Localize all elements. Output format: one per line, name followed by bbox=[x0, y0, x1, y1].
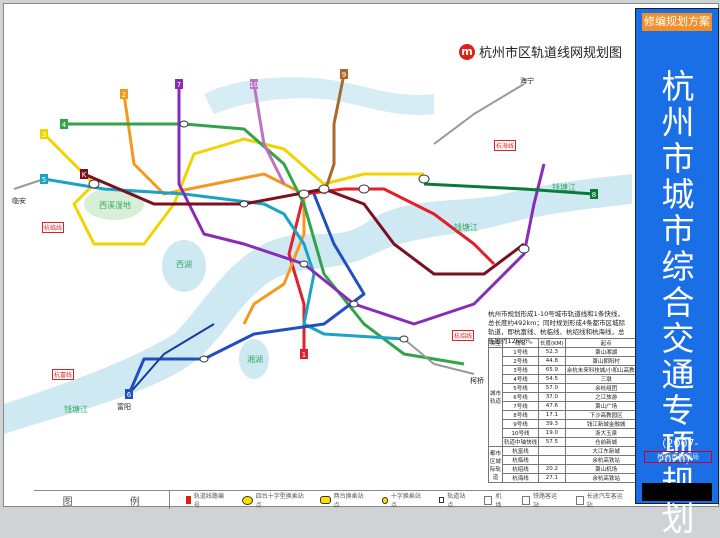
line-3 bbox=[42, 132, 424, 246]
svg-text:5: 5 bbox=[42, 176, 46, 184]
place-haining: 海宁 bbox=[520, 77, 534, 85]
label-xihu: 西湖 bbox=[176, 260, 192, 269]
label-hanghai: 杭海线 bbox=[494, 140, 517, 151]
line-4 bbox=[64, 122, 465, 366]
intercity-hanglin bbox=[13, 178, 45, 190]
legend-bus-station: 长途汽车客运站 bbox=[575, 491, 624, 509]
intercity-hanghai bbox=[433, 83, 525, 145]
plan-org: 杭州市规划局 bbox=[644, 451, 712, 463]
line-badge-7: 7 bbox=[175, 79, 183, 89]
transfer-stations bbox=[88, 120, 530, 363]
svg-text:9: 9 bbox=[342, 71, 346, 79]
line-badge-6: 6 bbox=[125, 389, 133, 399]
line-badge-2: 2 bbox=[120, 89, 128, 99]
label-xixi: 西溪湿地 bbox=[99, 201, 131, 210]
line-badge-8: 8 bbox=[590, 189, 598, 199]
line-badge-1: 1 bbox=[300, 349, 308, 359]
legend-two-transfer: 两台换乘站点 bbox=[319, 491, 366, 509]
line-5 bbox=[43, 177, 405, 341]
title-panel: 修编规划方案 杭州市城市综合交通专项规划 （2007-2020） 杭州市规划局 bbox=[635, 8, 719, 537]
xiang-lake bbox=[239, 339, 269, 379]
svg-text:8: 8 bbox=[592, 191, 596, 199]
line-8 bbox=[423, 182, 595, 196]
legend-rail-station: 铁路客运站 bbox=[521, 491, 560, 509]
legend-line-number: 轨道线路编号 bbox=[185, 491, 226, 509]
xixi-wetland bbox=[84, 188, 144, 220]
line-9 bbox=[322, 73, 346, 195]
svg-text:10: 10 bbox=[250, 81, 259, 89]
legend-station: 轨道站点 bbox=[438, 491, 469, 509]
svg-text:K: K bbox=[82, 171, 87, 179]
label-qiantang-2: 钱塘江 bbox=[454, 223, 478, 232]
line-badge-K: K bbox=[80, 169, 88, 179]
watermark-block bbox=[642, 483, 712, 501]
line-1 bbox=[287, 187, 496, 354]
line-badge-3: 3 bbox=[40, 129, 48, 139]
line-6 bbox=[127, 193, 366, 395]
place-fuyang: 富阳 bbox=[117, 403, 131, 411]
west-lake bbox=[162, 240, 206, 292]
label-hanglin: 杭临线 bbox=[42, 222, 65, 233]
svg-text:2: 2 bbox=[122, 91, 126, 99]
line-10 bbox=[252, 83, 286, 185]
line-badge-4: 4 bbox=[60, 119, 68, 129]
label-xianghu: 湘湖 bbox=[247, 355, 263, 364]
plan-tag: 修编规划方案 bbox=[642, 13, 712, 31]
place-linan: 临安 bbox=[12, 197, 26, 205]
intercity-hangshao bbox=[403, 338, 475, 375]
qiantang-river bbox=[4, 174, 632, 434]
north-canal bbox=[204, 77, 434, 116]
intercity-hangfu bbox=[128, 323, 215, 395]
line-badge-10: 10 bbox=[250, 79, 259, 89]
svg-text:6: 6 bbox=[127, 391, 132, 399]
svg-text:3: 3 bbox=[42, 131, 46, 139]
label-qiantang-1: 钱塘江 bbox=[552, 183, 576, 192]
axis-express-line bbox=[83, 172, 525, 276]
line-badge-5: 5 bbox=[40, 174, 48, 184]
legend-airport: 机场 bbox=[484, 491, 506, 509]
rail-network-map: 1 2 3 4 5 6 7 8 9 10K bbox=[4, 69, 632, 434]
label-hangfu: 杭富线 bbox=[52, 369, 75, 380]
map-title: m 杭州市区轨道线网规划图 bbox=[459, 42, 622, 61]
legend-four-transfer: 四台十字型换乘站点 bbox=[241, 491, 304, 509]
line-badge-9: 9 bbox=[340, 69, 348, 79]
metro-logo-icon: m bbox=[459, 43, 475, 60]
label-qiantang-3: 钱塘江 bbox=[64, 405, 88, 414]
svg-text:1: 1 bbox=[302, 351, 306, 359]
legend: 图例 轨道线路编号 四台十字型换乘站点 两台换乘站点 十字换乘站点 轨道站点 机… bbox=[34, 490, 624, 509]
place-keqiao: 柯桥 bbox=[470, 377, 484, 385]
svg-text:4: 4 bbox=[62, 121, 67, 129]
svg-text:7: 7 bbox=[177, 81, 181, 89]
label-hangshao: 杭绍线 bbox=[452, 330, 475, 341]
legend-cross-transfer: 十字换乘站点 bbox=[381, 491, 423, 509]
